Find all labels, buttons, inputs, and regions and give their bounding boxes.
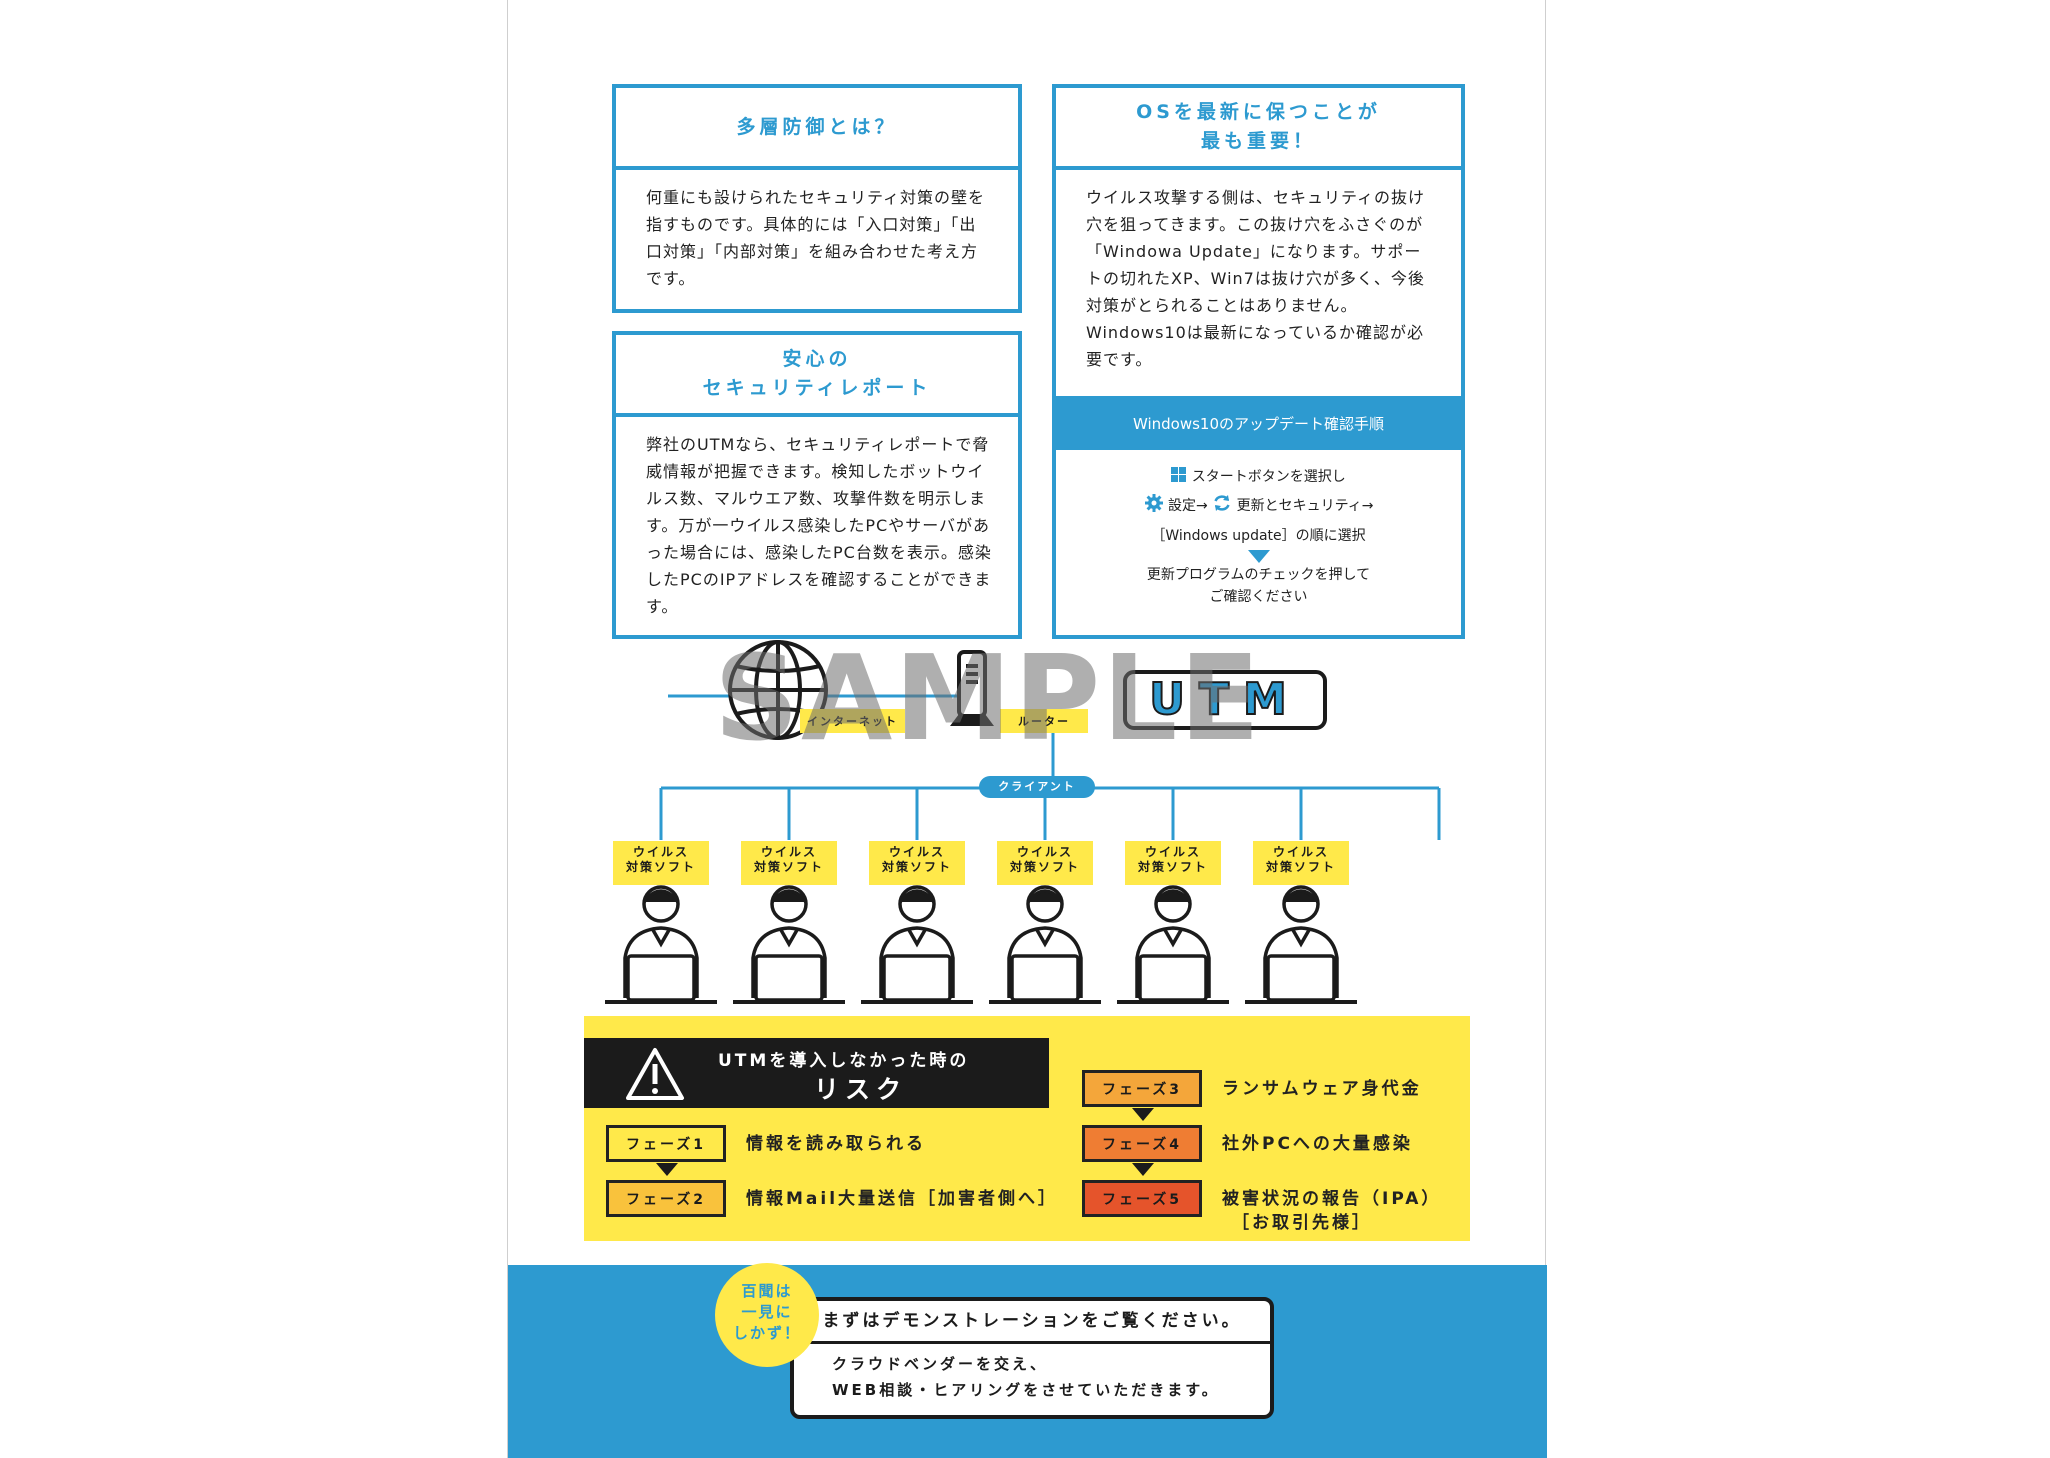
sample-watermark: SAMPLE — [713, 629, 1262, 767]
os-update-box: OSを最新に保つことが 最も重要！ ウイルス攻撃する側は、セキュリティの抜け穴を… — [1052, 84, 1465, 639]
client-pill — [979, 776, 1095, 798]
antivirus-line1: ウイルス — [632, 845, 689, 859]
update-steps: スタートボタンを選択し 設定→ 更新とセキュリティ→ ［Windows upda… — [1056, 464, 1461, 608]
box-title: 安心の セキュリティレポート — [616, 335, 1018, 417]
phase-2-text: 情報Mail大量送信［加害者側へ］ — [746, 1189, 1059, 1209]
step-1: スタートボタンを選択し — [1056, 464, 1461, 493]
phase-5-label: フェーズ5 — [1082, 1180, 1202, 1217]
cta-body-line2: WEB相談・ヒアリングをさせていただきます。 — [832, 1381, 1220, 1399]
refresh-icon — [1212, 493, 1232, 523]
risk-header-line1: UTMを導入しなかった時の — [718, 1051, 970, 1071]
gear-icon — [1144, 493, 1164, 523]
client-people — [605, 885, 1357, 1004]
person-at-laptop-icon — [605, 885, 717, 1004]
antivirus-line1: ウイルス — [1016, 845, 1073, 859]
phase-1-label: フェーズ1 — [606, 1125, 726, 1162]
person-at-laptop-icon — [1245, 885, 1357, 1004]
router-icon — [950, 650, 994, 726]
risk-panel: UTMを導入しなかった時の リスク フェーズ1 情報を読み取られる フェーズ2 … — [584, 1016, 1470, 1241]
antivirus-line2: 対策ソフト — [1009, 860, 1080, 874]
box-title-line2: 最も重要！ — [1200, 130, 1316, 152]
box-title: 多層防御とは？ — [616, 88, 1018, 170]
network-diagram — [605, 640, 1441, 1004]
risk-header-line2: リスク — [814, 1075, 908, 1104]
box-body: 何重にも設けられたセキュリティ対策の壁を指すものです。具体的には「入口対策」「出… — [646, 188, 986, 288]
phase-arrow-icon — [1132, 1161, 1154, 1180]
phase-4-label: フェーズ4 — [1082, 1125, 1202, 1162]
box-title: OSを最新に保つことが 最も重要！ — [1056, 88, 1461, 170]
cta-body-line1: クラウドベンダーを交え、 — [832, 1355, 1049, 1373]
step-2: 設定→ 更新とセキュリティ→ — [1056, 493, 1461, 523]
antivirus-label: ウイルス対策ソフト — [741, 841, 837, 885]
antivirus-line2: 対策ソフト — [753, 860, 824, 874]
step-3: ［Windows update］の順に選択 — [1151, 528, 1366, 544]
antivirus-label: ウイルス対策ソフト — [1253, 841, 1349, 885]
router-label: ルーター — [1000, 709, 1088, 733]
cta-card: まずはデモンストレーションをご覧ください。 クラウドベンダーを交え、 WEB相談… — [790, 1297, 1274, 1419]
update-steps-bar: Windows10のアップデート確認手順 — [1056, 396, 1461, 450]
phase-5-text-line2: ［お取引先様］ — [1232, 1213, 1372, 1233]
box-title-line1: 安心の — [782, 348, 852, 370]
antivirus-line2: 対策ソフト — [1265, 860, 1336, 874]
antivirus-line1: ウイルス — [1272, 845, 1329, 859]
box-body: ウイルス攻撃する側は、セキュリティの抜け穴を狙ってきます。この抜け穴をふさぐのが… — [1086, 188, 1426, 369]
footer-cta: まずはデモンストレーションをご覧ください。 クラウドベンダーを交え、 WEB相談… — [508, 1263, 1547, 1458]
antivirus-line2: 対策ソフト — [625, 860, 696, 874]
down-arrow-icon — [1056, 550, 1461, 564]
antivirus-line2: 対策ソフト — [1137, 860, 1208, 874]
box-title-line2: セキュリティレポート — [702, 377, 932, 399]
step-2a-text: 設定→ — [1167, 498, 1208, 514]
antivirus-line1: ウイルス — [760, 845, 817, 859]
flyer-page: 多層防御とは？ 何重にも設けられたセキュリティ対策の壁を指すものです。具体的には… — [507, 0, 1547, 1458]
antivirus-label: ウイルス対策ソフト — [869, 841, 965, 885]
person-at-laptop-icon — [733, 885, 845, 1004]
speech-bubble: 百聞は 一見に しかず！ — [715, 1263, 819, 1367]
internet-label: インターネット — [800, 709, 905, 733]
cta-headline: まずはデモンストレーションをご覧ください。 — [794, 1301, 1270, 1344]
step-4-line2: ご確認ください — [1209, 589, 1308, 605]
antivirus-label: ウイルス対策ソフト — [997, 841, 1093, 885]
client-label: クライアント — [998, 780, 1076, 793]
bubble-line3: しかず！ — [732, 1324, 801, 1342]
phase-2-label: フェーズ2 — [606, 1180, 726, 1217]
antivirus-line1: ウイルス — [1144, 845, 1201, 859]
bubble-line1: 百聞は — [741, 1282, 793, 1300]
risk-header: UTMを導入しなかった時の リスク — [584, 1038, 1049, 1108]
bubble-line2: 一見に — [741, 1303, 793, 1321]
box-body: 弊社のUTMなら、セキュリティレポートで脅威情報が把握できます。検知したボットウ… — [646, 435, 992, 616]
utm-label: UTM — [1148, 673, 1301, 726]
person-at-laptop-icon — [989, 885, 1101, 1004]
step-4-line1: 更新プログラムのチェックを押して — [1146, 567, 1371, 583]
antivirus-line2: 対策ソフト — [881, 860, 952, 874]
step-2b-text: 更新とセキュリティ→ — [1236, 498, 1374, 514]
warning-icon — [624, 1046, 686, 1106]
phase-3-label: フェーズ3 — [1082, 1070, 1202, 1107]
windows-icon — [1171, 466, 1187, 493]
phase-arrow-icon — [1132, 1106, 1154, 1125]
security-report-box: 安心の セキュリティレポート 弊社のUTMなら、セキュリティレポートで脅威情報が… — [612, 331, 1022, 639]
antivirus-label: ウイルス対策ソフト — [1125, 841, 1221, 885]
phase-3-text: ランサムウェア身代金 — [1222, 1079, 1422, 1099]
step-1-text: スタートボタンを選択し — [1191, 469, 1346, 485]
phase-1-text: 情報を読み取られる — [746, 1134, 926, 1154]
antivirus-line1: ウイルス — [888, 845, 945, 859]
multilayer-defense-box: 多層防御とは？ 何重にも設けられたセキュリティ対策の壁を指すものです。具体的には… — [612, 84, 1022, 313]
phase-arrow-icon — [656, 1161, 678, 1180]
person-at-laptop-icon — [861, 885, 973, 1004]
utm-box — [1123, 670, 1327, 730]
person-at-laptop-icon — [1117, 885, 1229, 1004]
phase-5-text: 被害状況の報告（IPA） — [1222, 1189, 1442, 1209]
box-title-line1: OSを最新に保つことが — [1136, 101, 1381, 123]
antivirus-label: ウイルス対策ソフト — [613, 841, 709, 885]
phase-4-text: 社外PCへの大量感染 — [1222, 1134, 1413, 1154]
